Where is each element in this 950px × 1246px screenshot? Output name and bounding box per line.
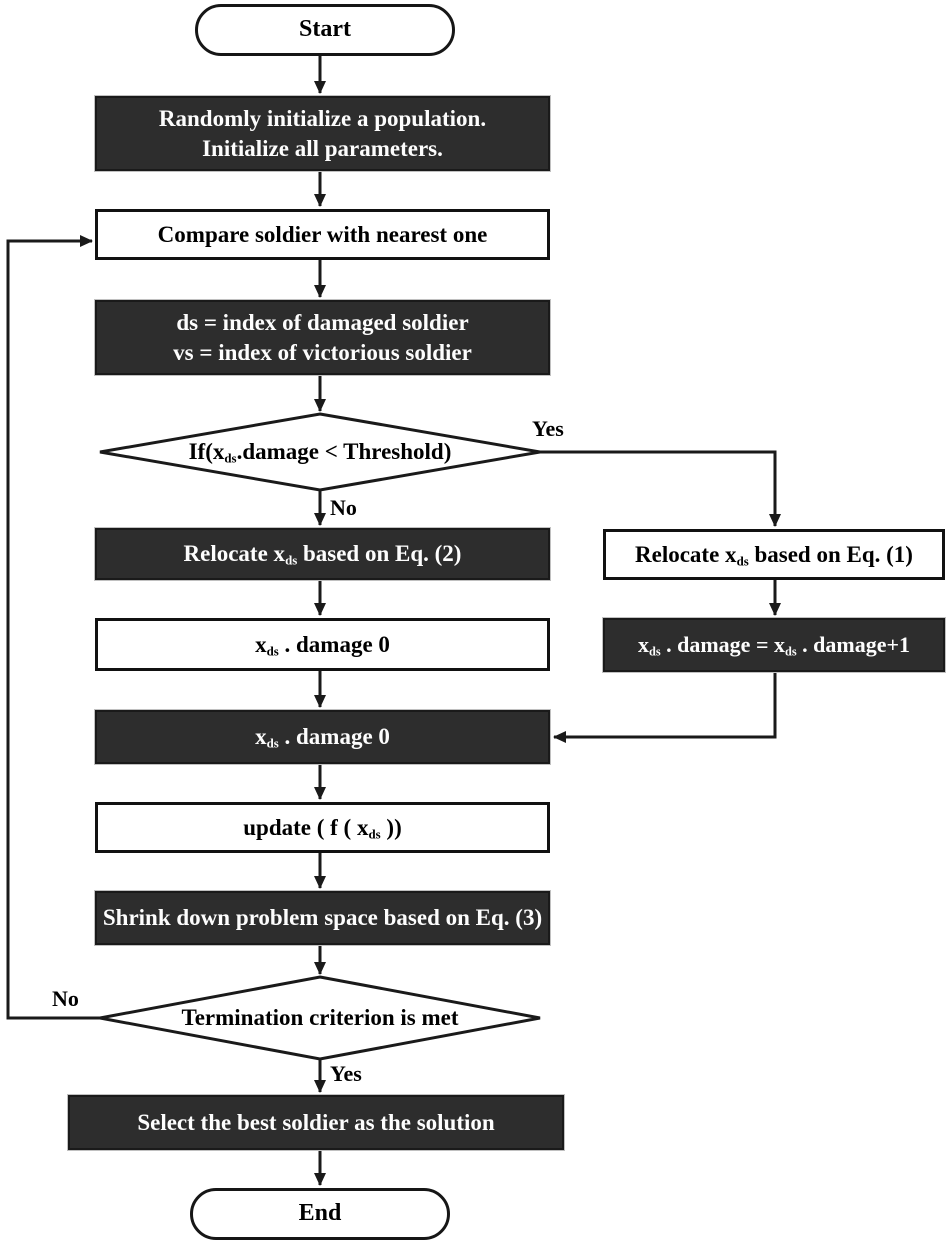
soldier-indices-label: ds = index of damaged soldier vs = index… bbox=[173, 309, 472, 365]
decision-termination: Termination criterion is met bbox=[130, 982, 510, 1054]
process-reset-damage-dark: xds . damage 0 bbox=[94, 709, 551, 765]
edge-label-termination-no: No bbox=[52, 986, 79, 1011]
start-label: Start bbox=[299, 16, 351, 43]
relocate-eq2-label: Relocate xds based on Eq. (2) bbox=[183, 541, 462, 568]
reset-damage-light-label: xds . damage 0 bbox=[255, 631, 390, 659]
decision-termination-shape bbox=[99, 975, 541, 1061]
process-relocate-eq1: Relocate xds based on Eq. (1) bbox=[603, 529, 945, 580]
process-initialize-population: Randomly initialize a population. Initia… bbox=[94, 95, 551, 172]
process-compare-soldier: Compare soldier with nearest one bbox=[95, 209, 550, 260]
edge-label-damage-yes: Yes bbox=[532, 416, 564, 441]
terminator-start: Start bbox=[195, 4, 455, 56]
select-best-label: Select the best soldier as the solution bbox=[137, 1109, 495, 1135]
edge-label-termination-yes: Yes bbox=[330, 1061, 362, 1086]
process-reset-damage-light: xds . damage 0 bbox=[95, 618, 550, 671]
reset-damage-dark-label: xds . damage 0 bbox=[255, 724, 390, 751]
process-update-fitness: update ( f ( xds )) bbox=[95, 802, 550, 853]
shrink-space-label: Shrink down problem space based on Eq. (… bbox=[102, 905, 543, 931]
termination-label: Termination criterion is met bbox=[181, 1005, 459, 1030]
edge-increment-resetdark bbox=[553, 672, 777, 743]
initialize-population-label: Randomly initialize a population. Initia… bbox=[158, 105, 487, 161]
damage-threshold-label: If(xds.damage < Threshold) bbox=[188, 439, 452, 466]
process-soldier-indices: ds = index of damaged soldier vs = index… bbox=[94, 299, 551, 376]
decision-damage-shape bbox=[99, 412, 541, 492]
edge-damagecheck-yes bbox=[540, 450, 781, 527]
compare-soldier-label: Compare soldier with nearest one bbox=[157, 221, 488, 247]
terminator-end: End bbox=[190, 1188, 450, 1240]
update-fitness-label: update ( f ( xds )) bbox=[243, 814, 402, 842]
relocate-eq1-label: Relocate xds based on Eq. (1) bbox=[635, 541, 913, 569]
edge-termination-no-loop bbox=[6, 235, 100, 1020]
process-shrink-space: Shrink down problem space based on Eq. (… bbox=[94, 890, 551, 946]
end-label: End bbox=[298, 1200, 342, 1227]
increment-damage-label: xds . damage = xds . damage+1 bbox=[637, 631, 911, 659]
process-relocate-eq2: Relocate xds based on Eq. (2) bbox=[94, 527, 551, 581]
edge-label-damage-no: No bbox=[330, 495, 357, 520]
process-select-best: Select the best soldier as the solution bbox=[67, 1094, 565, 1151]
process-increment-damage: xds . damage = xds . damage+1 bbox=[602, 617, 946, 673]
decision-damage-threshold: If(xds.damage < Threshold) bbox=[130, 416, 510, 488]
